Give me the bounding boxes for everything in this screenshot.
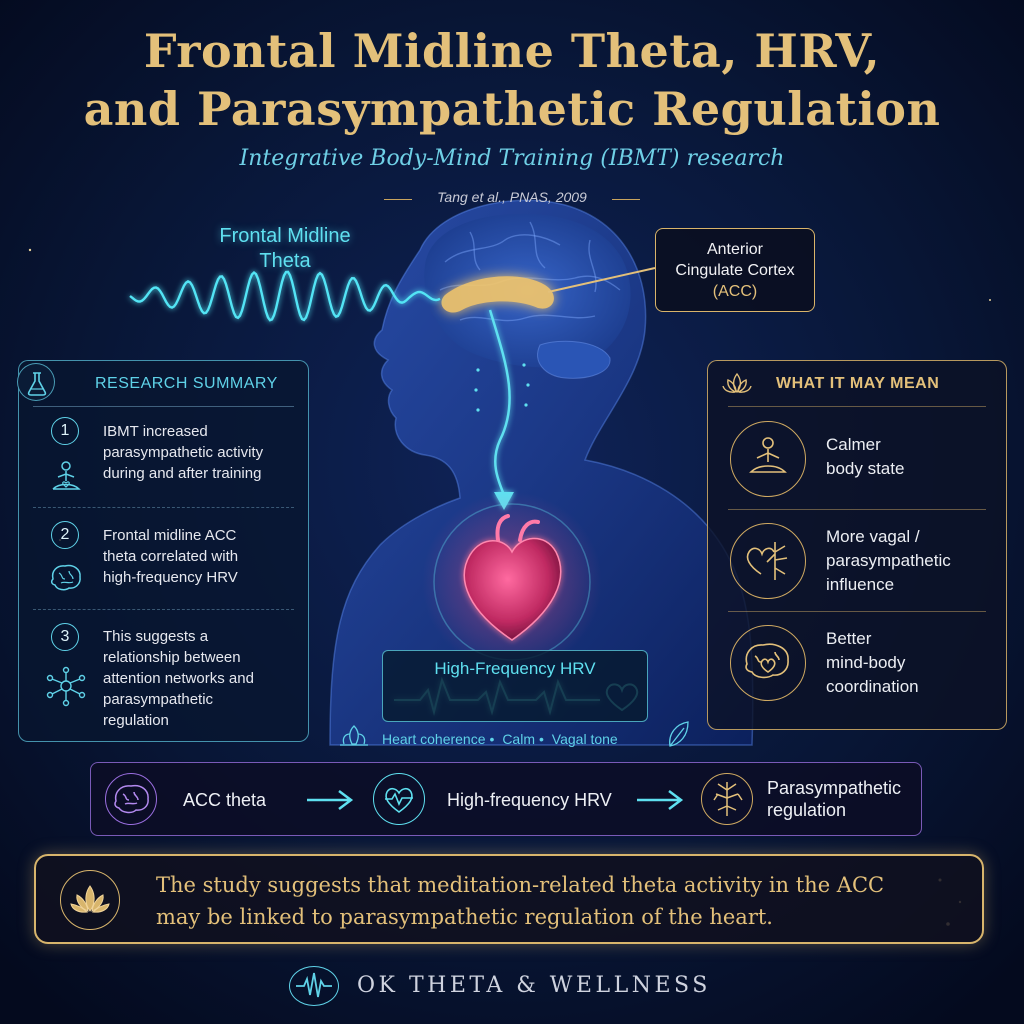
flow-arrow-1 — [307, 790, 354, 810]
brain-icon — [45, 557, 87, 599]
theta-wave-label-line1: Frontal Midline — [219, 225, 351, 247]
calm-meditation-icon — [730, 421, 806, 497]
research-item-2-text: Frontal midline ACC theta correlated wit… — [103, 525, 299, 588]
flow-step-3-line2: regulation — [767, 800, 847, 820]
acc-label-line3: (ACC) — [712, 283, 758, 300]
theta-wave-label: Frontal Midline Theta — [180, 224, 390, 274]
page-title-line2: and Parasympathetic Regulation — [83, 82, 941, 136]
conclusion-box: The study suggests that meditation-relat… — [34, 854, 984, 944]
what-it-may-mean-heading: WHAT IT MAY MEAN — [776, 375, 940, 392]
research-item-3-line3: attention networks and — [103, 670, 254, 687]
citation-rule-left — [384, 199, 412, 200]
research-divider-1 — [33, 507, 294, 508]
meditation-icon — [45, 457, 87, 499]
acc-label-line1: Anterior — [706, 241, 764, 258]
flow-step-1-label: ACC theta — [183, 790, 267, 810]
what-it-may-mean-panel: WHAT IT MAY MEAN Calmer body state More … — [707, 360, 1007, 730]
brand-logo-icon — [289, 966, 339, 1006]
conclusion-lotus-icon — [60, 870, 120, 930]
theta-wave — [129, 270, 441, 322]
heart-nerve-icon — [730, 523, 806, 599]
tag-row: Heart coherence• Calm• Vagal tone — [382, 731, 618, 747]
meaning-item-3-text: Better mind-body coordination — [826, 627, 996, 699]
research-item-2-line1: Frontal midline ACC — [103, 527, 237, 544]
network-icon — [45, 665, 87, 707]
brain-heart-icon — [730, 625, 806, 701]
meaning-divider-1 — [728, 509, 986, 510]
flow-step-3-label: Parasympathetic regulation — [767, 777, 901, 821]
brand-name: OK THETA & WELLNESS — [357, 973, 711, 998]
research-item-1-text: IBMT increased parasympathetic activity … — [103, 421, 299, 484]
meaning-item-2-text: More vagal / parasympathetic influence — [826, 525, 996, 597]
tag-vagal-tone: Vagal tone — [551, 731, 618, 747]
acc-label-box: Anterior Cingulate Cortex (ACC) — [655, 228, 815, 312]
acc-highlight — [441, 276, 554, 313]
citation-rule-right — [612, 199, 640, 200]
theta-wave-label-line2: Theta — [259, 250, 311, 272]
lotus-icon — [718, 365, 756, 403]
research-item-2-line3: high-frequency HRV — [103, 569, 238, 586]
citation: Tang et al., PNAS, 2009 — [437, 189, 587, 205]
research-item-3-line4: parasympathetic — [103, 691, 214, 708]
conclusion-line2: may be linked to parasympathetic regulat… — [156, 905, 773, 929]
lotus-tag-icon — [340, 725, 368, 746]
brand-footer: OK THETA & WELLNESS — [0, 966, 1024, 1006]
conclusion-line1: The study suggests that meditation-relat… — [156, 873, 885, 897]
research-item-2-line2: theta correlated with — [103, 548, 239, 565]
hrv-box: High-Frequency HRV — [382, 650, 648, 722]
meaning-item-3-line3: coordination — [826, 677, 919, 696]
tag-calm: Calm — [502, 731, 535, 747]
acc-label-line2: Cingulate Cortex — [675, 262, 795, 279]
hrv-label: High-Frequency HRV — [434, 659, 596, 678]
research-item-2-number: 2 — [51, 521, 79, 549]
meaning-divider-head — [728, 406, 986, 407]
heart-illustration — [422, 492, 602, 672]
flow-nerve-icon — [701, 773, 753, 825]
brand-rule — [412, 966, 612, 968]
research-summary-heading: RESEARCH SUMMARY — [95, 375, 278, 392]
meaning-item-1-text: Calmer body state — [826, 433, 996, 481]
meaning-item-1-line2: body state — [826, 459, 905, 478]
meaning-item-1-line1: Calmer — [826, 435, 881, 454]
flow-brain-icon — [105, 773, 157, 825]
meaning-item-2-line3: influence — [826, 575, 895, 594]
research-item-3-line5: regulation — [103, 712, 169, 729]
research-divider-head — [33, 406, 294, 407]
research-divider-2 — [33, 609, 294, 610]
research-item-1-number: 1 — [51, 417, 79, 445]
page-title-line1: Frontal Midline Theta, HRV, — [143, 24, 881, 78]
acc-connector-line — [547, 267, 656, 293]
research-item-1-line2: parasympathetic activity — [103, 444, 264, 461]
flow-strip: ACC theta High-frequency HRV Parasympath… — [90, 762, 922, 836]
meaning-item-2-line1: More vagal / — [826, 527, 920, 546]
research-item-1-line3: during and after training — [103, 465, 262, 482]
research-item-3-text: This suggests a relationship between att… — [103, 626, 299, 731]
flow-heart-pulse-icon — [373, 773, 425, 825]
meaning-item-3-line2: mind-body — [826, 653, 906, 672]
subtitle: Integrative Body-Mind Training (IBMT) re… — [239, 146, 785, 171]
meaning-item-2-line2: parasympathetic — [826, 551, 951, 570]
flow-step-3-line1: Parasympathetic — [767, 778, 902, 798]
leaf-tag-icon — [669, 721, 689, 747]
tag-heart-coherence: Heart coherence — [382, 731, 486, 747]
meaning-divider-2 — [728, 611, 986, 612]
flask-icon — [17, 363, 55, 401]
research-item-3-line2: relationship between — [103, 649, 241, 666]
research-item-1-line1: IBMT increased — [103, 423, 208, 440]
flow-step-2-label: High-frequency HRV — [447, 790, 612, 810]
flow-arrow-2 — [637, 790, 684, 810]
research-item-3-number: 3 — [51, 623, 79, 651]
meaning-item-3-line1: Better — [826, 629, 872, 648]
research-item-3-line1: This suggests a — [103, 628, 209, 645]
research-summary-panel: RESEARCH SUMMARY 1 IBMT increased parasy… — [17, 360, 309, 742]
